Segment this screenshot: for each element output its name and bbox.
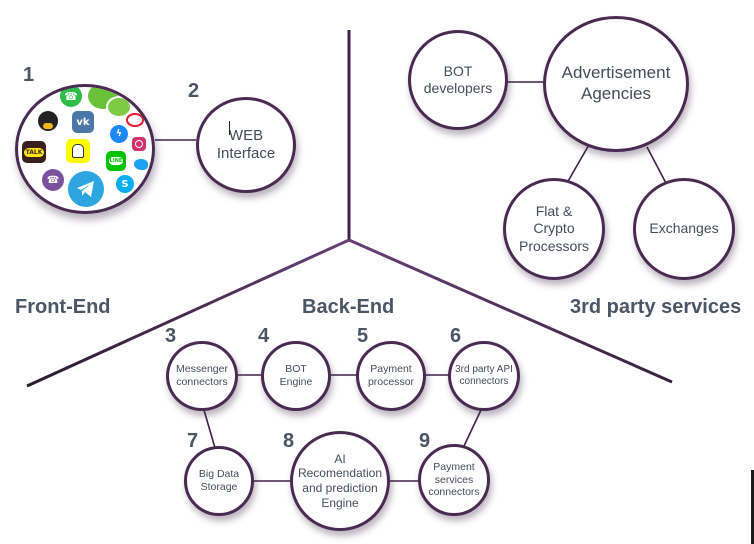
snapchat-icon bbox=[66, 139, 90, 163]
ai-engine-label: AI Recomendation and prediction Engine bbox=[297, 451, 383, 510]
number-1: 1 bbox=[23, 64, 35, 86]
third-party-label: 3rd party services bbox=[570, 296, 742, 318]
number-7: 7 bbox=[187, 430, 199, 452]
kakaotalk-icon: TALK bbox=[22, 141, 46, 163]
viber-icon: ☎ bbox=[42, 169, 64, 191]
whatsapp-icon: ☎ bbox=[60, 87, 82, 107]
web-interface-label: WEB Interface bbox=[216, 126, 276, 162]
number-3: 3 bbox=[165, 325, 177, 347]
payment-services-connectors-label: Payment services connectors bbox=[428, 460, 480, 499]
number-5: 5 bbox=[357, 325, 369, 347]
telegram-icon bbox=[68, 171, 104, 207]
front-end-label: Front-End bbox=[15, 296, 111, 318]
third-party-api-connectors-label: 3rd party API connectors bbox=[455, 363, 513, 387]
bot-engine-node: BOT Engine bbox=[261, 341, 331, 411]
flat-crypto-processors-label: Flat & Crypto Processors bbox=[518, 203, 590, 254]
messenger-connectors-node: Messenger connectors bbox=[166, 341, 238, 411]
qq-icon bbox=[38, 111, 58, 131]
line-label: LINE bbox=[108, 157, 124, 165]
divider-left bbox=[26, 238, 350, 388]
ai-engine-node: AI Recomendation and prediction Engine bbox=[290, 431, 390, 531]
wechat-icon bbox=[106, 96, 132, 118]
third-party-api-connectors-node: 3rd party API connectors bbox=[448, 341, 520, 411]
number-2: 2 bbox=[188, 80, 200, 102]
flat-crypto-processors-node: Flat & Crypto Processors bbox=[503, 178, 605, 280]
back-end-label: Back-End bbox=[302, 296, 395, 318]
messenger-apps-node: ☎ vk ϟ TALK LINE ☎ S bbox=[15, 84, 155, 214]
edge-6-9 bbox=[463, 409, 482, 447]
web-interface-node: WEB Interface bbox=[196, 97, 296, 193]
exchanges-node: Exchanges bbox=[633, 178, 735, 280]
text-cursor bbox=[229, 121, 230, 135]
messenger-connectors-label: Messenger connectors bbox=[176, 363, 228, 388]
divider-right bbox=[348, 238, 673, 384]
edge-adv-flat bbox=[566, 142, 591, 184]
number-8: 8 bbox=[283, 430, 295, 452]
advertisement-agencies-label: Advertisement Agencies bbox=[561, 63, 671, 103]
big-data-storage-label: Big Data Storage bbox=[198, 468, 240, 493]
edge-mark bbox=[751, 470, 754, 544]
big-data-storage-node: Big Data Storage bbox=[184, 446, 254, 516]
instagram-icon bbox=[132, 137, 146, 151]
number-9: 9 bbox=[419, 430, 431, 452]
exchanges-label: Exchanges bbox=[649, 220, 719, 237]
number-6: 6 bbox=[450, 325, 462, 347]
messenger-icon: ϟ bbox=[110, 125, 128, 143]
advertisement-agencies-node: Advertisement Agencies bbox=[543, 16, 689, 152]
payment-processor-label: Payment processor bbox=[367, 363, 415, 388]
line-icon: LINE bbox=[106, 151, 126, 171]
bot-engine-label: BOT Engine bbox=[279, 363, 313, 388]
bot-developers-label: BOT developers bbox=[423, 62, 493, 96]
twitter-icon bbox=[134, 159, 148, 170]
bot-developers-node: BOT developers bbox=[408, 30, 508, 130]
edge-3-7 bbox=[203, 409, 216, 449]
payment-services-connectors-node: Payment services connectors bbox=[418, 444, 490, 516]
vk-icon: vk bbox=[72, 111, 94, 133]
number-4: 4 bbox=[258, 325, 270, 347]
skype-icon: S bbox=[116, 175, 134, 193]
kakaotalk-label: TALK bbox=[23, 147, 45, 157]
payment-processor-node: Payment processor bbox=[356, 341, 426, 411]
edge-adv-exchanges bbox=[646, 146, 668, 186]
weibo-icon bbox=[126, 113, 144, 127]
